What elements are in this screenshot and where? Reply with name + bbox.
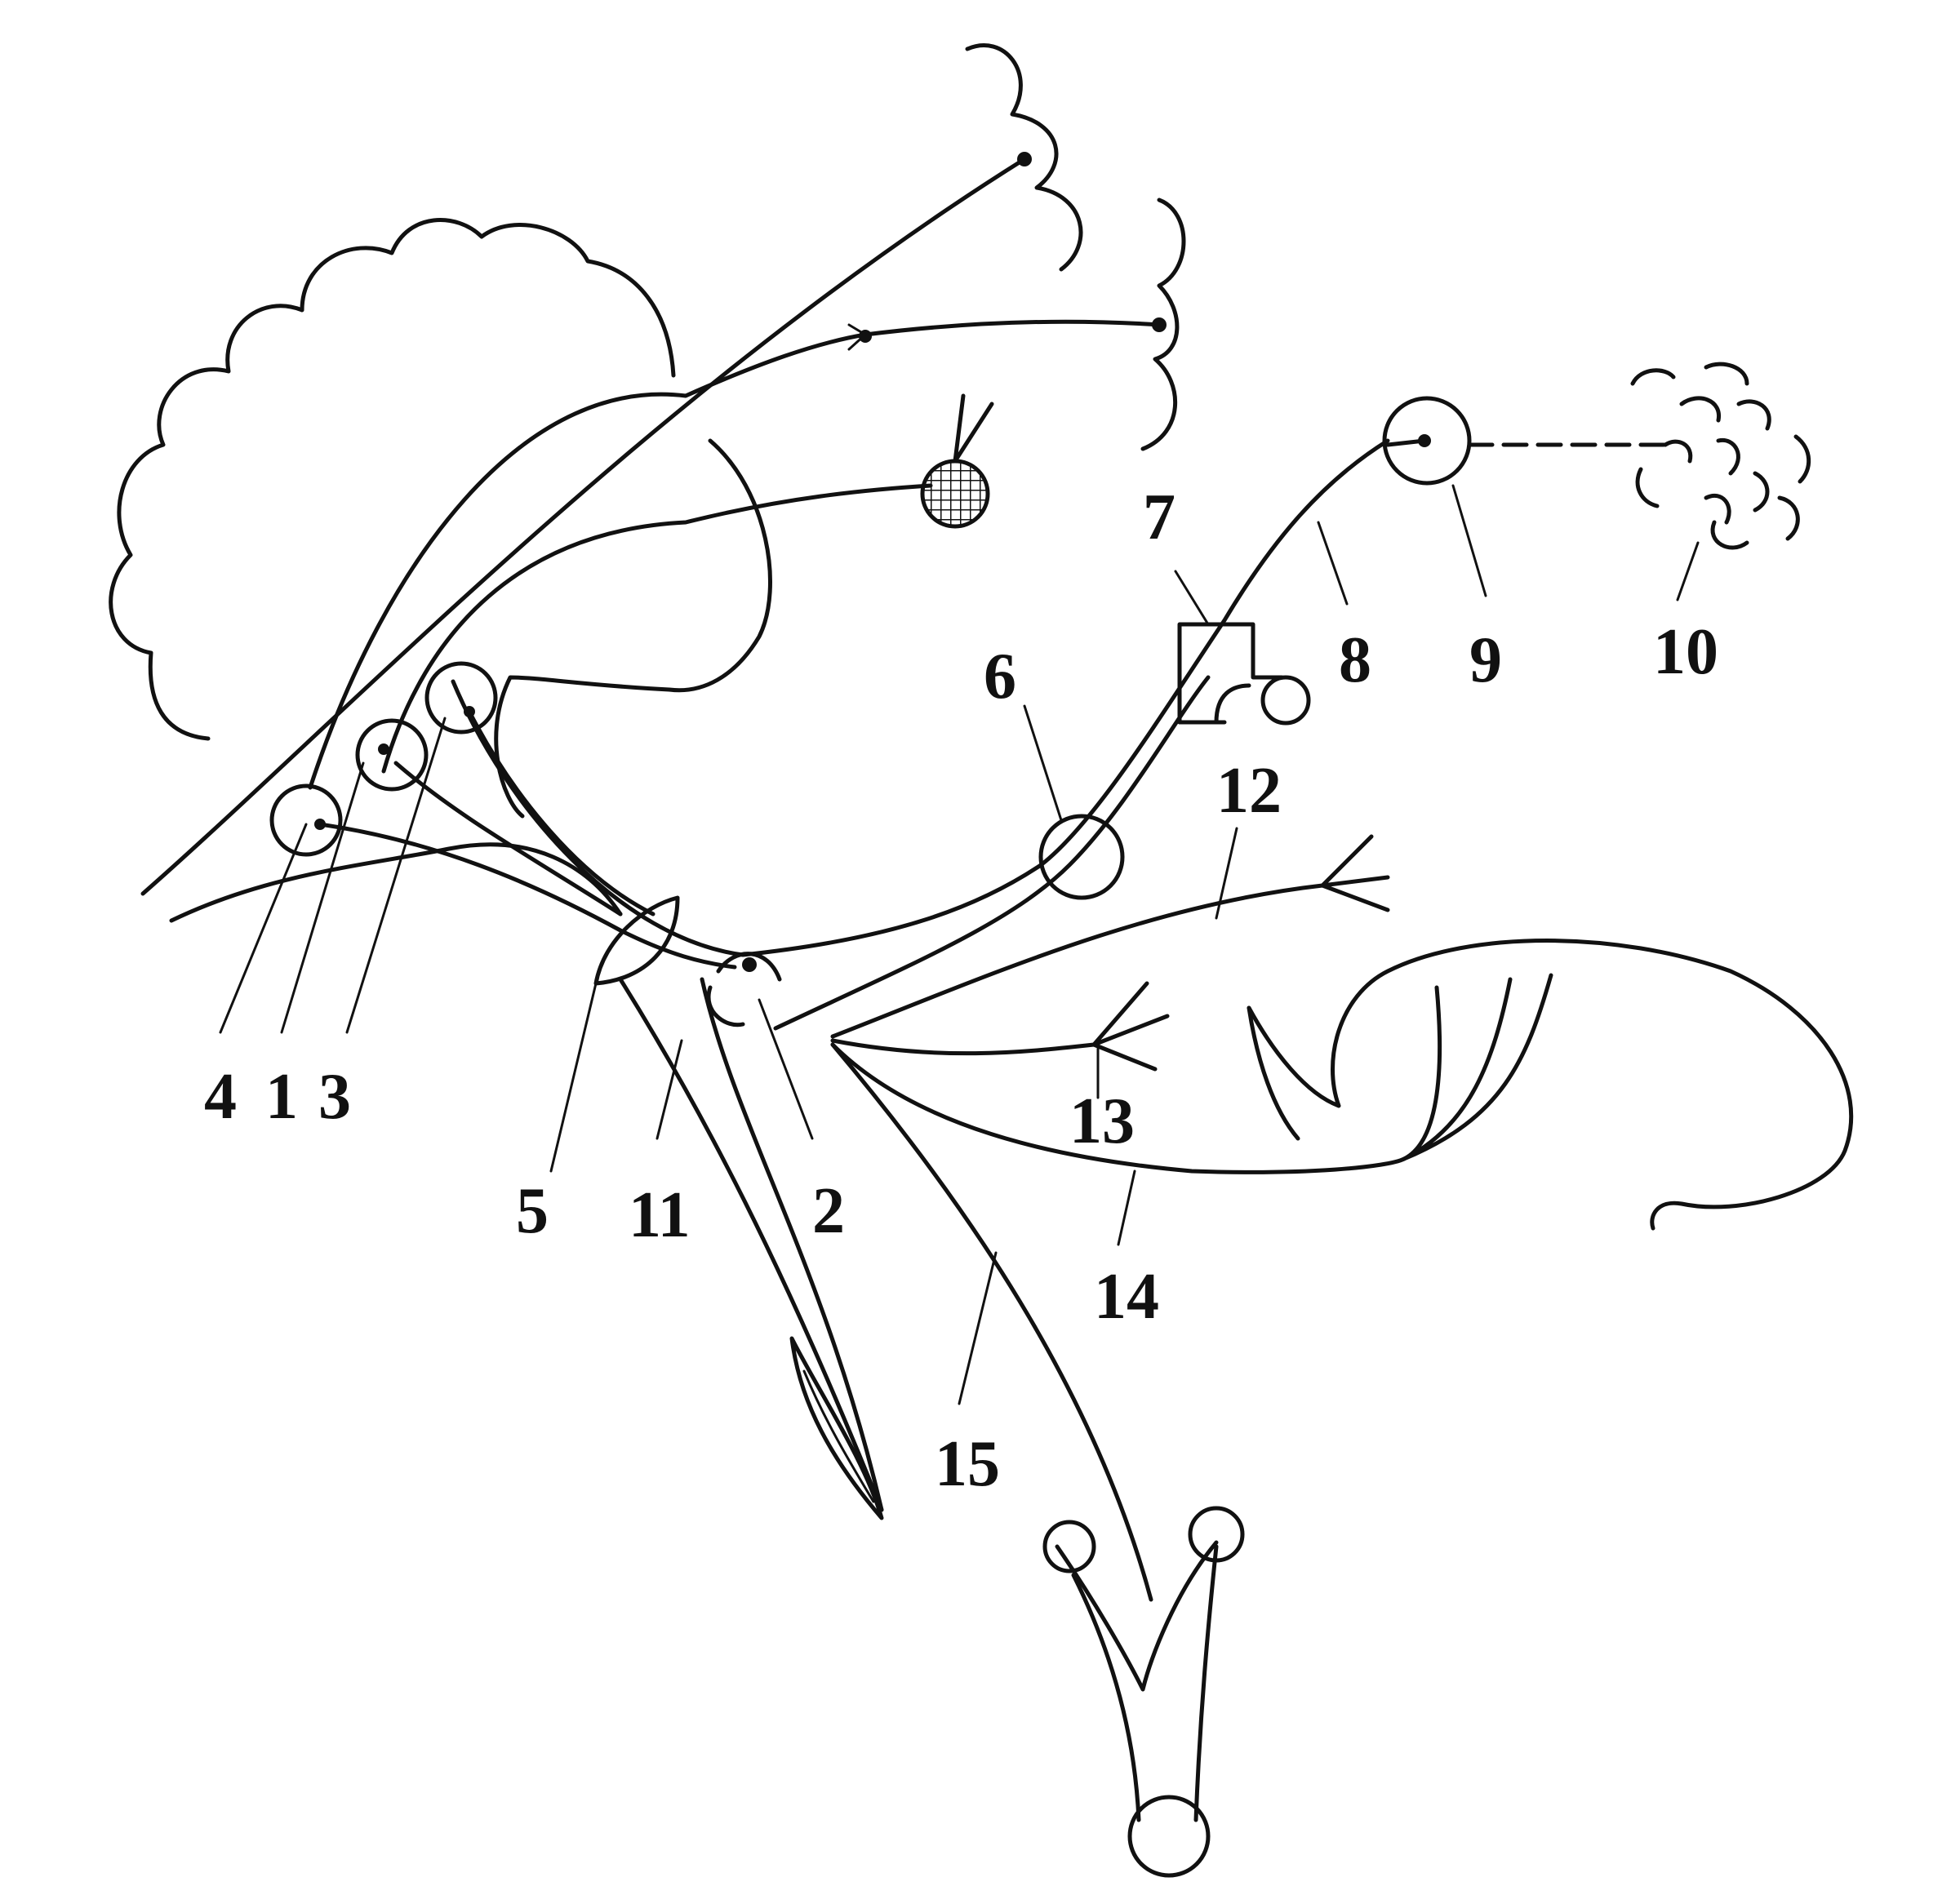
vessel-trunk (1071, 1544, 1219, 1822)
fiber-lower-arch-inner (773, 675, 1211, 1031)
ciliary-ganglion-hatched (920, 459, 990, 529)
label-2: 2 (812, 1175, 845, 1247)
leader-1 (280, 761, 365, 1034)
node-2-dot (742, 957, 757, 972)
label-9: 9 (1469, 624, 1502, 696)
vessel-fork-top (1055, 1540, 1219, 1692)
node-2-bottom (706, 985, 745, 1027)
scalp-scallops (965, 43, 1083, 272)
label-6: 6 (984, 641, 1016, 712)
label-10: 10 (1653, 616, 1718, 688)
leader-7 (1174, 570, 1210, 626)
ganglion-1-dot (378, 743, 389, 755)
fiber-4-down (318, 822, 737, 970)
label-14: 14 (1094, 1261, 1159, 1333)
terminal-dot-1 (1017, 152, 1032, 166)
fiber-bottom-left (169, 842, 623, 923)
brainstem-curve (494, 438, 772, 819)
leader-8 (1317, 521, 1349, 606)
fiber-1-down (393, 761, 623, 916)
vessel-end-right (1188, 1506, 1245, 1563)
elongated-gland-inner (802, 1369, 875, 1503)
label-1: 1 (265, 1061, 298, 1133)
leader-3 (345, 717, 447, 1034)
node-7-organ (1260, 675, 1311, 726)
leader-12 (1215, 827, 1238, 920)
fiber-lower-arch (451, 438, 1390, 957)
vessel-end-bottom (1127, 1795, 1211, 1878)
label-4: 4 (204, 1061, 237, 1133)
label-15: 15 (935, 1428, 1000, 1500)
branch-2-down (700, 977, 884, 1512)
fiber-1 (308, 319, 1162, 790)
label-7: 7 (1143, 482, 1175, 553)
branch-14 (830, 1042, 1407, 1174)
node-9-fork (1385, 438, 1427, 447)
ganglion-1 (355, 718, 429, 792)
leader-2 (758, 998, 814, 1140)
fiber-3 (381, 483, 933, 774)
branch-13 (830, 1038, 1096, 1056)
leader-11 (656, 1039, 683, 1140)
branch-12-tip (1320, 834, 1390, 912)
leader-10 (1676, 541, 1700, 601)
leader-4 (219, 823, 308, 1034)
node-6 (1038, 814, 1125, 900)
node-5 (593, 895, 680, 986)
ganglion-3 (424, 661, 498, 735)
node-9 (1382, 396, 1472, 486)
node-7-box (1177, 622, 1284, 725)
branch-14-fan (1402, 973, 1553, 1161)
leader-5 (549, 982, 598, 1173)
branch-fork (847, 323, 867, 351)
ciliary-fork (953, 393, 994, 464)
label-8: 8 (1339, 624, 1371, 696)
label-3: 3 (318, 1061, 351, 1133)
leader-6 (1023, 704, 1063, 822)
tongue-outline (1247, 939, 1854, 1231)
ganglion-4 (269, 783, 343, 857)
brain-outline (109, 218, 676, 741)
fiber-3-down (467, 709, 656, 916)
branch-12 (830, 883, 1325, 1039)
leader-15 (958, 1251, 998, 1405)
branch-13-tip (1091, 981, 1170, 1072)
terminal-dot-2 (1152, 317, 1167, 332)
gland-10 (1630, 362, 1811, 550)
label-13: 13 (1069, 1085, 1135, 1157)
tongue-inner (1247, 1005, 1300, 1141)
leader-9 (1451, 484, 1487, 597)
label-12: 12 (1216, 755, 1282, 827)
scalp-scallops-lower (1140, 198, 1186, 451)
node-2-top (716, 952, 782, 982)
label-11: 11 (629, 1179, 691, 1251)
node-7-fork (1214, 683, 1251, 725)
label-5: 5 (516, 1175, 549, 1247)
branch-15 (830, 1042, 1153, 1602)
vessel-end-left (1042, 1520, 1096, 1573)
branch-11 (618, 977, 884, 1512)
fiber-long-top (140, 157, 1027, 896)
leader-14 (1117, 1169, 1136, 1246)
elongated-gland (789, 1336, 884, 1520)
